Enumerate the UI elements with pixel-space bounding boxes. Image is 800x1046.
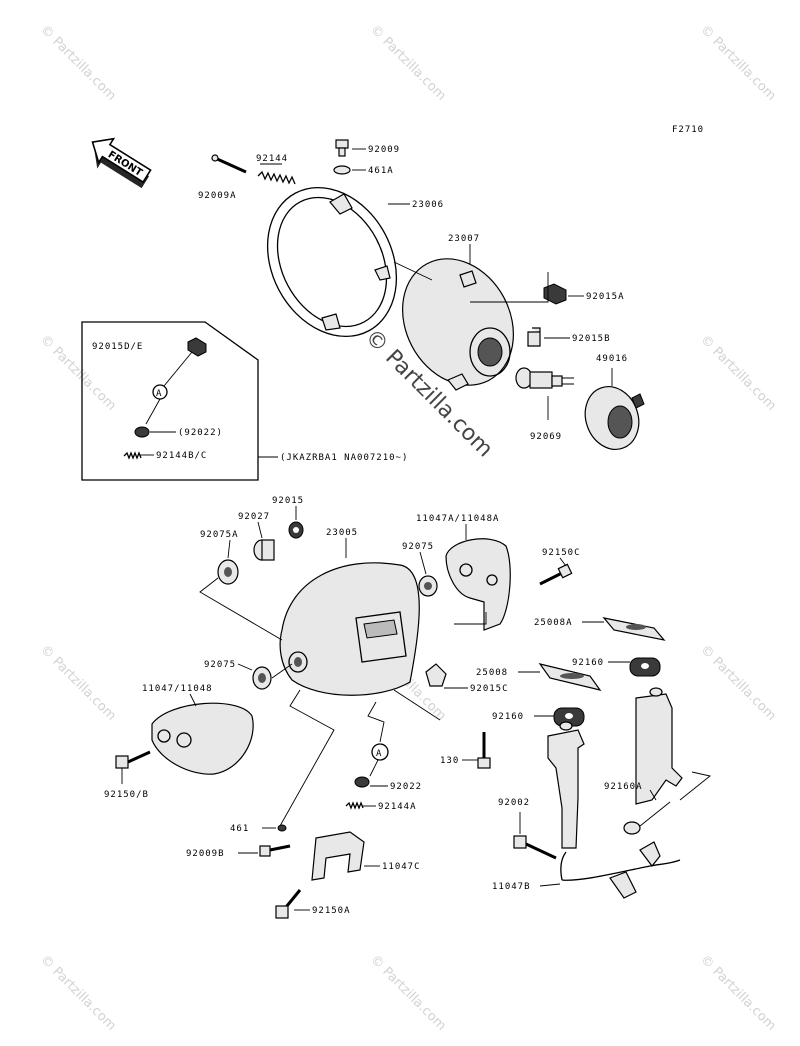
figure-code: F2710: [672, 125, 704, 135]
label-461a: 461A: [368, 166, 394, 176]
label-11047c: 11047C: [382, 862, 421, 872]
damper-92160-b: [534, 707, 585, 727]
clip-92015b: [527, 327, 541, 347]
label-92009a: 92009A: [198, 191, 237, 201]
label-92015: 92015: [272, 496, 304, 506]
nut-92015de: [187, 337, 207, 357]
watermark: © Partzilla.com: [367, 952, 449, 1034]
bracket-11047c: [311, 831, 380, 881]
callout-a-circle-lower: [371, 743, 389, 761]
watermark: © Partzilla.com: [367, 22, 449, 104]
spring-92144: [257, 170, 296, 185]
label-92144a: 92144A: [378, 802, 417, 812]
grommet-92075a: [217, 559, 239, 585]
label-92160-b: 92160: [492, 712, 524, 722]
bolt-92002: [513, 812, 557, 860]
clip-92015c: [425, 663, 447, 687]
grommet-92075-left: [252, 666, 272, 690]
grommet-92022: [134, 426, 150, 438]
washer-461a: [333, 165, 351, 175]
watermark: © Partzilla.com: [37, 642, 119, 724]
label-92075a: 92075A: [200, 530, 239, 540]
bulb-92069: [515, 367, 574, 389]
headlight-upper-assembly: [211, 139, 645, 450]
label-23006: 23006: [412, 200, 444, 210]
screw-92009: [335, 139, 349, 157]
grommet-92160a: [623, 821, 641, 835]
label-461: 461: [230, 824, 249, 834]
grommet-92075-top: [418, 575, 438, 597]
spring-92144bc: [123, 451, 142, 460]
label-92069: 92069: [530, 432, 562, 442]
serial-note-box: A: [81, 321, 278, 481]
headlight-unit-23007: [402, 258, 514, 391]
label-92022-paren: (92022): [178, 428, 223, 438]
label-92015de: 92015D/E: [92, 342, 143, 352]
label-92160a: 92160A: [604, 782, 643, 792]
label-92009: 92009: [368, 145, 400, 155]
plate-25008: [518, 663, 602, 691]
grommet-92022-lower: [354, 776, 370, 788]
label-92150a: 92150A: [312, 906, 351, 916]
label-92015b: 92015B: [572, 334, 611, 344]
watermark: © Partzilla.com: [697, 22, 779, 104]
bolt-130: [462, 732, 491, 769]
watermark: © Partzilla.com: [697, 642, 779, 724]
label-92150b: 92150/B: [104, 790, 149, 800]
label-92144: 92144: [256, 154, 288, 164]
bracket-11047-11048: [151, 693, 254, 775]
bolt-92150a: [275, 889, 310, 919]
label-92002: 92002: [498, 798, 530, 808]
headlight-stay-11047b: [539, 687, 712, 899]
housing-leader-lines: [279, 689, 441, 827]
watermark: © Partzilla.com: [697, 332, 779, 414]
bulb-cover-49016: [584, 386, 645, 450]
watermark: © Partzilla.com: [697, 952, 779, 1034]
damper-92160: [608, 657, 661, 677]
label-11047b: 11047B: [492, 882, 531, 892]
plate-25008a: [582, 617, 666, 641]
collar-92027: [253, 539, 275, 561]
label-11047-11048: 11047/11048: [142, 684, 213, 694]
spring-92144a: [345, 801, 364, 810]
washer-461: [277, 824, 287, 832]
headlight-housing-23005: [279, 538, 420, 696]
label-11047a-11048a: 11047A/11048A: [416, 514, 499, 524]
label-92150c: 92150C: [542, 548, 581, 558]
label-92144bc: 92144B/C: [156, 451, 207, 461]
label-92027: 92027: [238, 512, 270, 522]
serial-note: (JKAZRBA1 NA007210~): [280, 453, 408, 463]
middle-small-parts: [199, 506, 438, 690]
label-25008: 25008: [476, 668, 508, 678]
callout-a-label: A: [156, 389, 162, 399]
label-23005: 23005: [326, 528, 358, 538]
label-92160: 92160: [572, 658, 604, 668]
front-arrow-icon: FRONT: [91, 137, 152, 189]
bolt-92150c: [539, 557, 573, 586]
label-92075-top: 92075: [402, 542, 434, 552]
label-92015a: 92015A: [586, 292, 625, 302]
upper-leader-lines: [260, 148, 613, 420]
watermark: © Partzilla.com: [37, 22, 119, 104]
label-92022: 92022: [390, 782, 422, 792]
nut-92015a: [543, 283, 567, 305]
watermark: © Partzilla.com: [37, 952, 119, 1034]
bracket-11047a-11048a: [445, 524, 511, 631]
label-23007: 23007: [448, 234, 480, 244]
label-92075-left: 92075: [204, 660, 236, 670]
label-92009b: 92009B: [186, 849, 225, 859]
label-49016: 49016: [596, 354, 628, 364]
label-25008a: 25008A: [534, 618, 573, 628]
screw-92009b: [238, 844, 291, 857]
label-92015c: 92015C: [470, 684, 509, 694]
callout-a-label-lower: A: [376, 749, 382, 759]
part-labels: 92009 461A 92144 92009A 23006 23007 9201…: [92, 145, 643, 916]
label-130: 130: [440, 756, 459, 766]
headlight-rim-23006: [266, 186, 398, 338]
screw-92009a: [211, 154, 247, 174]
bolt-92150b: [115, 750, 151, 784]
nut-92015: [288, 521, 304, 539]
